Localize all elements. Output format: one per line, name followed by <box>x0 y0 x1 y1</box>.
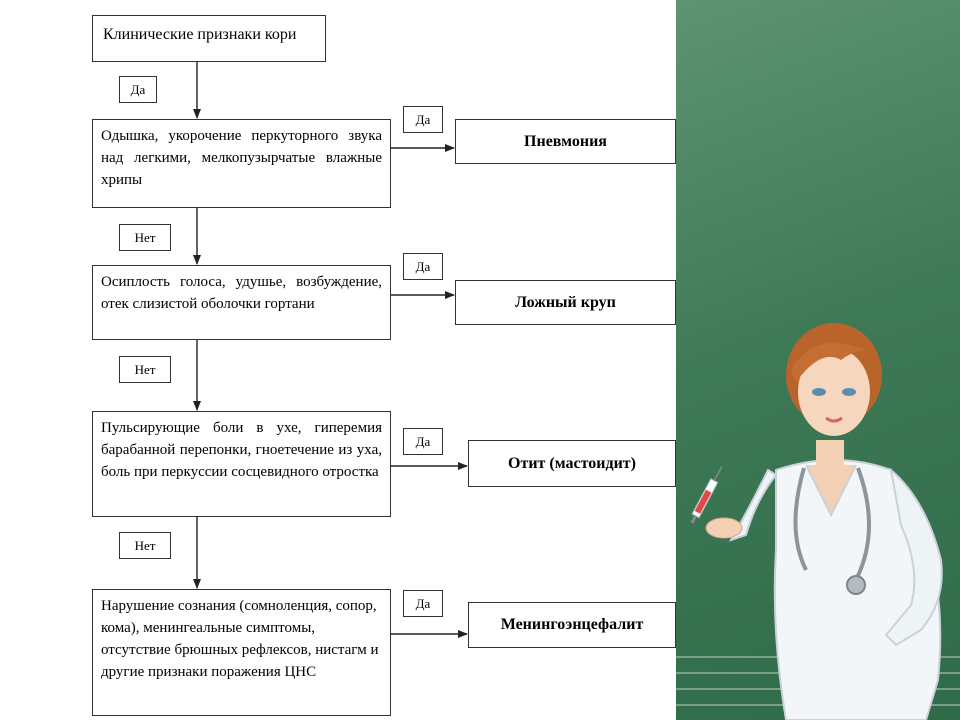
condition-box-2: Осиплость голоса, удушье, возбуждение, о… <box>92 265 391 340</box>
result-box-false-croup: Ложный круп <box>455 280 676 325</box>
condition-box-1: Одышка, укорочение перкуторного звука на… <box>92 119 391 208</box>
label-yes: Да <box>403 428 443 455</box>
label-yes: Да <box>403 590 443 617</box>
label-no: Нет <box>119 532 171 559</box>
result-box-otitis: Отит (мастоидит) <box>468 440 676 487</box>
condition-box-3: Пульсирующие боли в ухе, гиперемия бараб… <box>92 411 391 517</box>
result-box-meningoencephalitis: Менингоэнцефалит <box>468 602 676 648</box>
label-yes: Да <box>403 253 443 280</box>
result-box-pneumonia: Пневмония <box>455 119 676 164</box>
label-no: Нет <box>119 224 171 251</box>
label-yes: Да <box>403 106 443 133</box>
label-yes: Да <box>119 76 157 103</box>
start-box: Клинические признаки кори <box>92 15 326 62</box>
condition-box-4: Нарушение сознания (сомноленция, сопор, … <box>92 589 391 716</box>
label-no: Нет <box>119 356 171 383</box>
doctor-illustration <box>690 323 943 720</box>
